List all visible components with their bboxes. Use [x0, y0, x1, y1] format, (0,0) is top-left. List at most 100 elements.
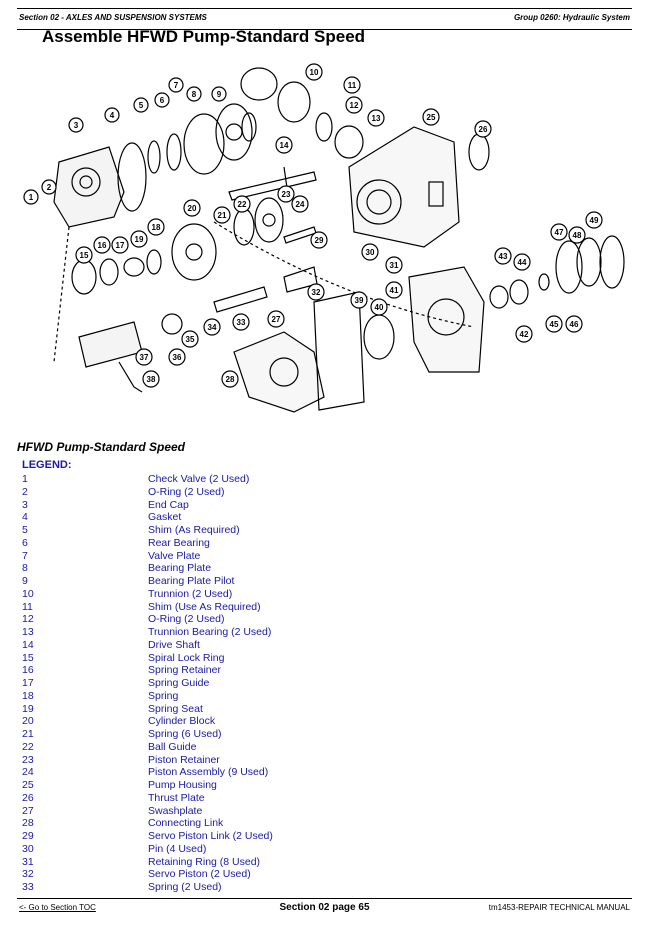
section-title: Section 02 - AXLES AND SUSPENSION SYSTEM… [19, 13, 207, 22]
callout-28: 28 [221, 370, 239, 388]
legend-number: 16 [22, 664, 34, 677]
callout-20: 20 [183, 199, 201, 217]
svg-text:20: 20 [188, 204, 197, 213]
legend-number: 25 [22, 779, 34, 791]
callout-24: 24 [291, 195, 309, 213]
legend-description: Drive Shaft [148, 638, 200, 651]
legend-description: Spring Guide [148, 677, 210, 689]
callout-40: 40 [370, 298, 388, 316]
legend-description: Shim (Use As Required) [148, 600, 261, 613]
legend-description: Trunnion Bearing (2 Used) [148, 626, 272, 638]
legend-number: 9 [22, 575, 28, 587]
legend-number: 7 [22, 549, 28, 562]
svg-text:43: 43 [499, 252, 508, 261]
svg-text:14: 14 [280, 141, 289, 150]
callout-49: 49 [585, 211, 603, 229]
callout-22: 22 [233, 195, 251, 213]
callout-19: 19 [130, 230, 148, 248]
legend-number: 28 [22, 817, 34, 830]
svg-text:23: 23 [282, 190, 291, 199]
svg-text:30: 30 [366, 248, 375, 257]
callout-46: 46 [565, 315, 583, 333]
legend-number: 10 [22, 587, 34, 600]
legend-description: Spring [148, 689, 179, 702]
legend-description: Gasket [148, 511, 182, 524]
legend-number: 32 [22, 868, 34, 881]
legend-number: 24 [22, 766, 34, 779]
callout-18: 18 [147, 218, 165, 236]
svg-text:3: 3 [74, 121, 79, 130]
legend-description: Valve Plate [148, 549, 201, 562]
exploded-view-diagram: 1 2 3 4 5 6 7 8 9 10 11 12 13 14 15 16 1… [23, 63, 625, 413]
legend-description: Rear Bearing [148, 536, 210, 549]
callout-12: 12 [345, 96, 363, 114]
svg-text:45: 45 [550, 320, 559, 329]
svg-text:1: 1 [29, 193, 34, 202]
legend-number: 20 [22, 715, 34, 728]
callout-32: 32 [307, 283, 325, 301]
callout-13: 13 [367, 109, 385, 127]
callout-42: 42 [515, 325, 533, 343]
legend-number: 14 [22, 638, 34, 651]
legend-number: 27 [22, 804, 34, 817]
svg-text:29: 29 [315, 236, 324, 245]
page-header: Section 02 - AXLES AND SUSPENSION SYSTEM… [17, 8, 632, 30]
legend-description: Spring (2 Used) [148, 881, 222, 893]
svg-text:37: 37 [140, 353, 149, 362]
callout-43: 43 [494, 247, 512, 265]
legend-description: O-Ring (2 Used) [148, 485, 225, 498]
svg-text:28: 28 [226, 375, 235, 384]
go-to-section-toc-link[interactable]: <- Go to Section TOC [19, 903, 96, 912]
svg-text:32: 32 [312, 288, 321, 297]
callout-3: 3 [68, 117, 84, 133]
legend-number: 33 [22, 881, 34, 893]
callout-9: 9 [211, 86, 227, 102]
legend-description: Pin (4 Used) [148, 842, 207, 855]
callout-2: 2 [41, 179, 57, 195]
svg-text:6: 6 [160, 96, 165, 105]
svg-text:39: 39 [355, 296, 364, 305]
legend-number: 23 [22, 753, 34, 766]
svg-text:38: 38 [147, 375, 156, 384]
legend-number: 8 [22, 562, 28, 575]
callout-37: 37 [135, 348, 153, 366]
svg-text:15: 15 [80, 251, 89, 260]
legend-description: Piston Assembly (9 Used) [148, 766, 269, 779]
svg-text:17: 17 [116, 241, 125, 250]
svg-text:36: 36 [173, 353, 182, 362]
callout-41: 41 [385, 281, 403, 299]
legend-description: Spring Retainer [148, 664, 221, 677]
callout-33: 33 [232, 313, 250, 331]
svg-text:22: 22 [238, 200, 247, 209]
legend-description: Trunnion (2 Used) [148, 587, 233, 600]
legend-number: 1 [22, 473, 28, 485]
svg-text:34: 34 [208, 323, 217, 332]
legend-description: Retaining Ring (8 Used) [148, 855, 261, 868]
svg-text:13: 13 [372, 114, 381, 123]
svg-text:26: 26 [479, 125, 488, 134]
svg-text:41: 41 [390, 286, 399, 295]
callout-6: 6 [154, 92, 170, 108]
callout-38: 38 [142, 370, 160, 388]
svg-text:27: 27 [272, 315, 281, 324]
svg-text:18: 18 [152, 223, 161, 232]
legend-number: 17 [22, 677, 34, 689]
callout-10: 10 [305, 63, 323, 81]
legend-description: Spring (6 Used) [148, 728, 222, 740]
svg-text:46: 46 [570, 320, 579, 329]
legend-description: Servo Piston (2 Used) [148, 868, 251, 881]
callout-47: 47 [550, 223, 568, 241]
legend-number: 30 [22, 842, 34, 855]
legend-number: 29 [22, 830, 34, 842]
legend-number: 12 [22, 613, 34, 626]
callout-23: 23 [277, 185, 295, 203]
legend-description: End Cap [148, 498, 189, 511]
svg-text:2: 2 [47, 183, 52, 192]
svg-text:7: 7 [174, 81, 179, 90]
svg-text:21: 21 [218, 211, 227, 220]
svg-text:9: 9 [217, 90, 222, 99]
callout-25: 25 [422, 108, 440, 126]
callout-27: 27 [267, 310, 285, 328]
manual-title: tm1453-REPAIR TECHNICAL MANUAL [488, 903, 630, 912]
legend-description: Ball Guide [148, 740, 197, 753]
